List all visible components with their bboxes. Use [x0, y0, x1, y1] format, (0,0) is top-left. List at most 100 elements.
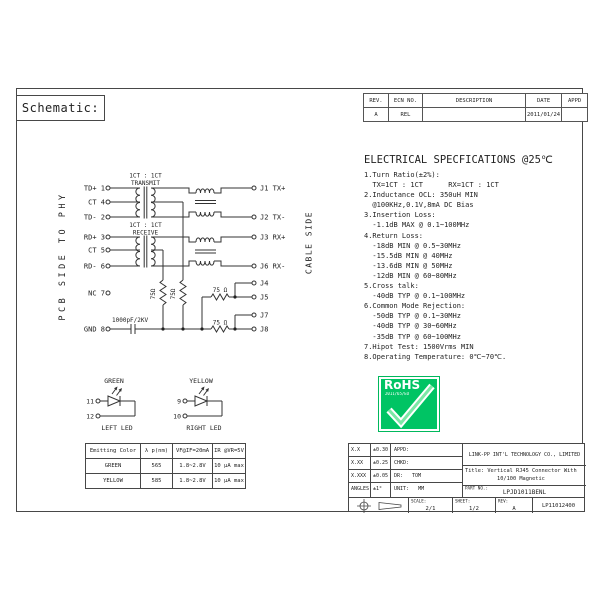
title-line1: Vertical RJ45 Connector With: [487, 468, 577, 474]
spec-line: -50dB TYP @ 0.1~30MHz: [364, 312, 461, 321]
yellow-led-diode: [194, 395, 209, 407]
tolerance-value: ±1°: [371, 483, 391, 497]
schematic-wires: [110, 186, 252, 334]
schematic-labels: TD+ 1 CT 4 TD- 2 RD+ 3 CT 5 RD- 6 NC 7 G…: [84, 173, 285, 334]
rx-transformer-secondary-coil: [150, 236, 156, 267]
spec-line: 3.Insertion Loss:: [364, 211, 436, 220]
tolerance-value: ±0.30: [371, 444, 391, 456]
tx-transformer-core: [143, 186, 148, 219]
rx-transformer-core: [143, 235, 148, 268]
led-col-header: VF@IF=20mA: [172, 443, 213, 459]
date-value: 2011/01/24: [524, 107, 563, 122]
cable-pin-label: J3 RX+: [260, 234, 285, 242]
tx-transformer-name: TRANSMIT: [131, 180, 160, 187]
led-pin-terminals: [95, 398, 188, 419]
scale-label: SCALE:: [411, 499, 427, 505]
led-pin-number: 10: [173, 413, 181, 421]
phy-pin-label: TD- 2: [84, 214, 105, 222]
part-no-label: PART NO.:: [465, 486, 489, 492]
title-block-right: LINK-PP INT'L TECHNOLOGY CO., LIMITED Ti…: [463, 444, 586, 497]
green-led-diode: [107, 395, 122, 407]
rev-cell: REV: A: [496, 498, 533, 513]
rohs-text: RoHS: [384, 378, 421, 392]
scale-value: 2/1: [425, 506, 436, 512]
rohs-directive-text: 2011/65/EU: [385, 392, 410, 397]
capacitor-value: 1000pF/2KV: [112, 317, 149, 324]
led-table-header-row: Emitting Color λ p(nm) VF@IF=20mA IR @VR…: [85, 443, 246, 459]
ecn-value: REL: [388, 107, 423, 122]
tolerance-dim: X.X: [349, 444, 371, 456]
drawing-title: Title: Vertical RJ45 Connector With 10/1…: [463, 466, 586, 486]
spec-line: 8.Operating Temperature: 0℃~70℃.: [364, 352, 507, 361]
hv-capacitor: [130, 324, 136, 334]
led-cell: 1.8~2.8V: [172, 473, 213, 489]
third-angle-projection-icon: [357, 499, 402, 513]
phy-pin-label: NC 7: [88, 290, 105, 298]
rx-transformer-ratio: 1CT : 1CT: [129, 222, 162, 229]
led-spec-table: Emitting Color λ p(nm) VF@IF=20mA IR @VR…: [85, 443, 246, 489]
dr-value: TOM: [412, 473, 422, 479]
spec-line: -15.5dB MIN @ 40MHz: [364, 251, 453, 260]
sheet-cell: SHEET: 1/2: [453, 498, 496, 513]
tolerance-dim: ANGLES: [349, 483, 371, 497]
specs-title: ELECTRICAL SPECFICATIONS @25℃: [364, 154, 553, 166]
spec-line: -12dB MIN @ 60~80MHz: [364, 271, 457, 280]
ecn-col-header: ECN NO.: [388, 93, 423, 108]
resistor-value: 75Ω: [170, 288, 177, 299]
led-wires: [100, 387, 223, 417]
led-table-row-green: GREEN 565 1.8~2.8V 10 μA max: [85, 458, 246, 474]
resistor-value: 75 Ω: [213, 287, 228, 294]
spec-line: -1.1dB MAX @ 0.1~100MHz: [364, 221, 470, 230]
sheet-label: SHEET:: [455, 499, 471, 505]
date-col-header: DATE: [524, 93, 563, 108]
led-labels: GREEN YELLOW 11 12 9 10 LEFT LED RIGHT L…: [86, 377, 222, 432]
led-cell: 10 μA max: [212, 458, 246, 474]
led-cell: GREEN: [85, 458, 141, 474]
drawing-frame: [16, 88, 583, 512]
schematic-diagram: TD+ 1 CT 4 TD- 2 RD+ 3 CT 5 RD- 6 NC 7 G…: [84, 173, 285, 334]
revision-header-row: REV. ECN NO. DESCRIPTION DATE APPD: [363, 93, 589, 108]
specs-lines: 1.Turn Ratio(±2%): TX=1CT : 1CT RX=1CT :…: [364, 170, 590, 362]
tolerance-value: ±0.05: [371, 470, 391, 482]
company-name: LINK-PP INT'L TECHNOLOGY CO., LIMITED: [463, 444, 586, 466]
revision-table: REV. ECN NO. DESCRIPTION DATE APPD A REL…: [363, 93, 589, 122]
appd-col-header: APPD: [561, 93, 589, 108]
rev-col-header: REV.: [363, 93, 389, 108]
led-col-header: λ p(nm): [140, 443, 173, 459]
cable-pin-label: J8: [260, 326, 268, 334]
spec-line: -35dB TYP @ 60~100MHz: [364, 332, 461, 341]
left-led-label: LEFT LED: [101, 424, 132, 432]
dr-label: DR:: [394, 473, 404, 479]
rx-ct-resistor: [159, 279, 167, 306]
spec-line: -40dB TYP @ 0.1~100MHz: [364, 292, 466, 301]
tx-choke-core: [195, 200, 216, 204]
pin-terminals: [105, 185, 257, 332]
led-diagram: GREEN YELLOW 11 12 9 10 LEFT LED RIGHT L…: [86, 377, 223, 432]
tolerance-row: ANGLES ±1° UNIT:MM: [349, 483, 462, 497]
cable-pin-label: J7: [260, 312, 268, 320]
rev-value: A: [363, 107, 389, 122]
part-number-cell: PART NO.: LPJD1011BENL: [463, 486, 586, 497]
right-led-label: RIGHT LED: [186, 424, 221, 432]
tolerance-value: ±0.25: [371, 457, 391, 469]
tolerance-row: X.XX ±0.25 CHKD:: [349, 457, 462, 470]
led-cell: 565: [140, 458, 173, 474]
appd-value: [561, 107, 589, 122]
title-block-bottom-row: SCALE: 2/1 SHEET: 1/2 REV: A LP11012400: [349, 497, 584, 513]
cable-side-label: CABLE SIDE: [304, 210, 314, 275]
scale-cell: SCALE: 2/1: [409, 498, 453, 513]
led-pin-number: 12: [86, 413, 94, 421]
led-cell: 1.8~2.8V: [172, 458, 213, 474]
electrical-specs: ELECTRICAL SPECFICATIONS @25℃ 1.Turn Rat…: [364, 154, 590, 362]
led-cell: YELLOW: [85, 473, 141, 489]
tx-choke-top-winding: [195, 188, 215, 194]
cable-pin-label: J4: [260, 280, 268, 288]
spec-line: 7.Hipot Test: 1500Vrms MIN: [364, 342, 474, 351]
phy-pin-label: RD+ 3: [84, 234, 105, 242]
resistor-value: 75 Ω: [213, 320, 228, 327]
green-led-color-label: GREEN: [104, 377, 124, 385]
tolerance-row: X.XXX ±0.05 DR:TOM: [349, 470, 462, 483]
rx-choke-bottom-winding: [195, 260, 215, 266]
unit-value: MM: [418, 486, 425, 492]
